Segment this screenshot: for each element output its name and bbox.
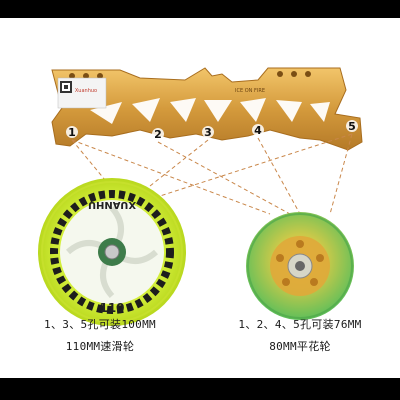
hole-labels: 1 2 3 4 5 [66, 120, 358, 141]
product-image: Xuanhuo ICE ON FIRE 1 2 3 4 5 [0, 18, 400, 378]
svg-text:2: 2 [154, 128, 162, 141]
wheel-hub-text: XUANHU [88, 199, 136, 210]
hole-label-4: 4 [252, 124, 264, 137]
caption-left-line2: 110MM速滑轮 [65, 340, 135, 353]
frame-engraving: ICE ON FIRE [235, 88, 265, 94]
hole-label-3: 3 [202, 126, 214, 139]
caption-right-line1: 1、2、4、5孔可装76MM [238, 318, 362, 331]
svg-text:1: 1 [68, 126, 76, 139]
hole-label-1: 1 [66, 126, 78, 139]
sticker-brand: Xuanhuo [75, 88, 97, 94]
svg-text:3: 3 [204, 126, 212, 139]
connector-lines [71, 133, 353, 215]
hole-label-5: 5 [346, 120, 358, 133]
svg-text:5: 5 [348, 120, 356, 133]
skate-frame: Xuanhuo ICE ON FIRE [51, 67, 363, 151]
wheel-110mm: XUANHU 110 [38, 178, 186, 326]
svg-text:4: 4 [254, 124, 262, 137]
wheel-80mm [246, 212, 354, 320]
hole-label-2: 2 [152, 128, 164, 141]
caption-left-line1: 1、3、5孔可装100MM [44, 318, 156, 331]
caption-right-line2: 80MM平花轮 [269, 340, 331, 353]
skate-frame-photo: Xuanhuo ICE ON FIRE 1 2 3 4 5 [38, 67, 363, 326]
wheel-side-text: 110 [99, 301, 124, 315]
